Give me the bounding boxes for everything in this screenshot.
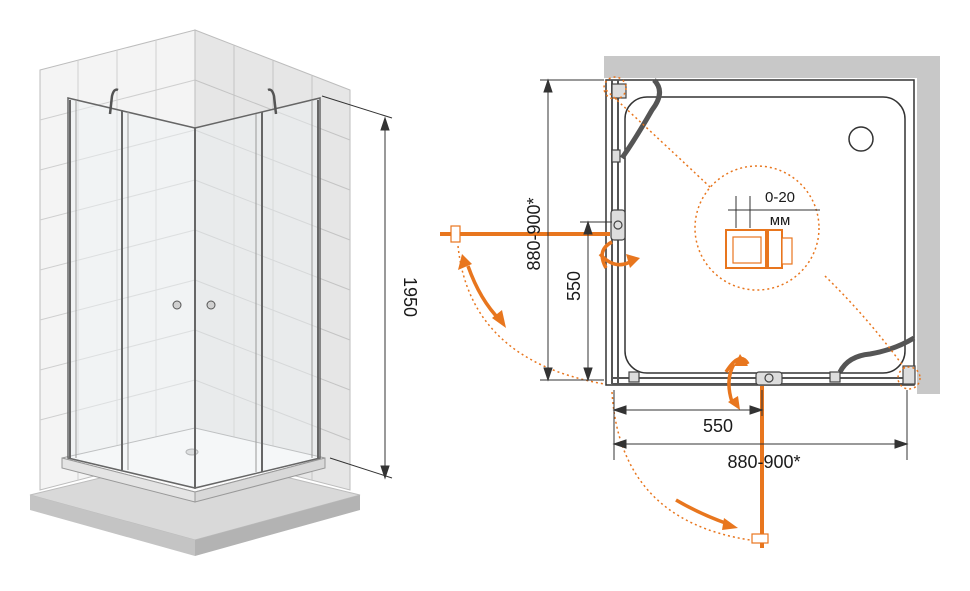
gap-range-label: 0-20	[765, 189, 795, 206]
arrow-heads	[458, 254, 748, 530]
corner-detail-right	[897, 366, 921, 390]
support-arm-top	[619, 78, 662, 160]
height-dimension	[321, 95, 393, 480]
gap-detail	[694, 165, 820, 291]
plan-view: 0-20 мм 880-900* 550	[440, 56, 940, 548]
plan-walls	[604, 56, 940, 394]
door-open-left	[440, 232, 764, 548]
width-range-label: 880-900*	[727, 452, 800, 472]
height-label: 1950	[400, 277, 420, 317]
fittings	[610, 83, 916, 386]
depth-dimension	[540, 78, 612, 382]
perspective-view: 1950	[29, 29, 420, 556]
door-width-label: 550	[703, 416, 733, 436]
gap-unit-label: мм	[770, 212, 791, 229]
support-arm-right	[837, 335, 916, 374]
left-wall	[39, 29, 196, 491]
corner-detail-top	[603, 76, 627, 100]
width-dimension	[612, 390, 909, 460]
glass-panels	[67, 97, 321, 489]
swing-arcs	[457, 89, 907, 541]
door-handles	[172, 300, 216, 310]
door-end-fittings	[450, 225, 769, 544]
wall-brackets	[108, 88, 278, 115]
depth-range-label: 880-900*	[524, 197, 544, 270]
door-depth-label: 550	[564, 271, 584, 301]
